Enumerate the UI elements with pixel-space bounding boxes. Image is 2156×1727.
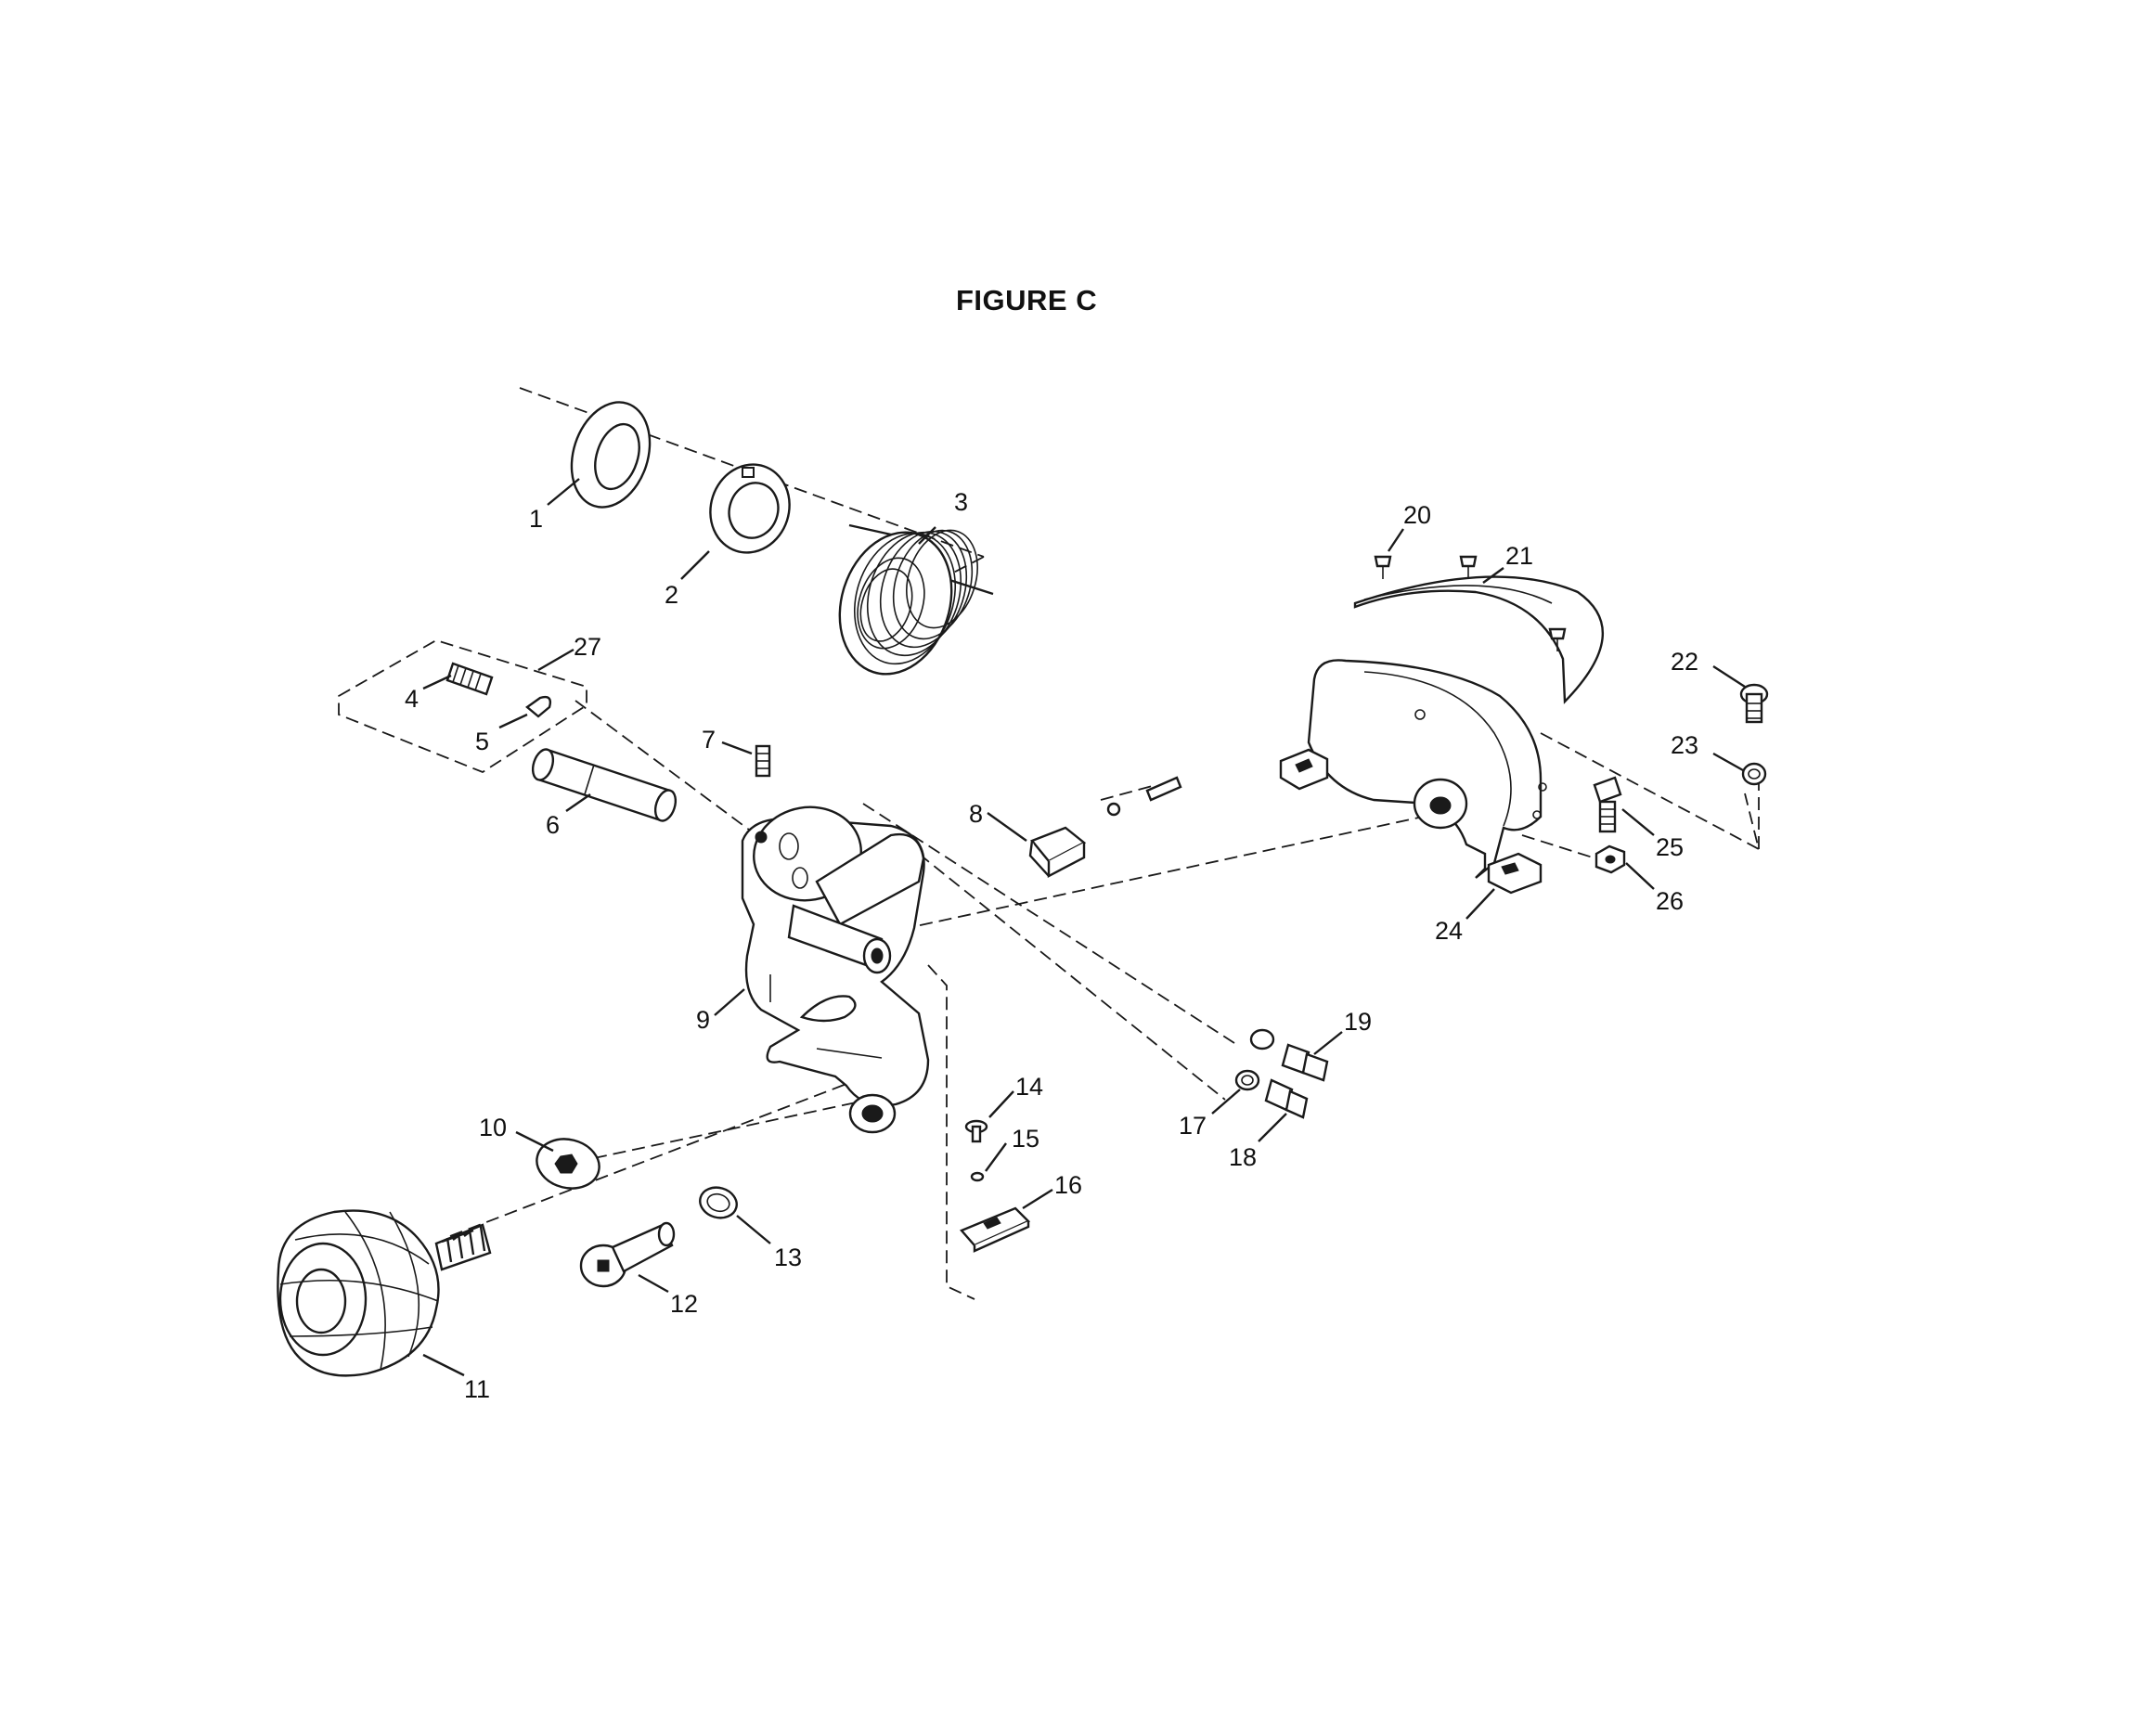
callout-23: 23 [1671, 731, 1698, 759]
callout-16: 16 [1054, 1171, 1082, 1199]
part-4-set-screw [445, 662, 494, 696]
callout-24: 24 [1435, 917, 1463, 945]
callout-12: 12 [670, 1290, 698, 1318]
figure-title: FIGURE C [956, 284, 1098, 316]
part-2-spacer [709, 463, 791, 554]
callout-18: 18 [1229, 1143, 1257, 1171]
part-11-knob [277, 1209, 492, 1377]
callout-11: 11 [464, 1375, 490, 1403]
part-14-screw [964, 1119, 988, 1143]
callout-13: 13 [774, 1244, 802, 1271]
callout-15: 15 [1012, 1125, 1039, 1153]
part-24-guard-housing [1279, 659, 1547, 895]
callout-21: 21 [1505, 542, 1533, 570]
part-9-bracket [741, 806, 930, 1134]
callout-4: 4 [405, 685, 419, 713]
callout-9: 9 [696, 1006, 710, 1034]
callout-17: 17 [1179, 1112, 1207, 1140]
callout-26: 26 [1656, 887, 1684, 915]
part-12-bolt [579, 1221, 676, 1288]
callout-10: 10 [479, 1114, 507, 1141]
part-26-nut [1594, 844, 1626, 874]
callout-22: 22 [1671, 648, 1698, 676]
part-3-spring [838, 523, 994, 676]
part-25-bolt [1593, 776, 1622, 833]
part-1-washer [570, 401, 652, 509]
part-8-clip [1028, 776, 1182, 878]
part-20-screws [1374, 555, 1567, 651]
part-17-washer [1234, 1069, 1260, 1091]
part-6-shaft [531, 748, 678, 822]
part-22-screw [1739, 683, 1769, 724]
callout-labels: 1 2 3 4 5 6 7 8 9 10 11 12 13 14 15 16 1… [405, 488, 1698, 1403]
callout-3: 3 [954, 488, 968, 516]
part-5-pin [525, 695, 552, 718]
part-19-screw [1249, 1028, 1329, 1082]
callout-1: 1 [529, 505, 543, 533]
part-16-plate [959, 1206, 1031, 1253]
part-23-washer [1741, 762, 1767, 786]
leader-lines [422, 478, 1746, 1377]
callout-27: 27 [574, 633, 601, 661]
part-21-guard [1353, 575, 1605, 704]
callout-7: 7 [702, 726, 716, 754]
callout-5: 5 [475, 728, 489, 755]
callout-19: 19 [1344, 1008, 1372, 1036]
assembly-axis-lines [449, 387, 1761, 1300]
part-7-screw [755, 744, 771, 778]
callout-14: 14 [1015, 1073, 1043, 1101]
callout-25: 25 [1656, 833, 1684, 861]
part-18-screw [1264, 1078, 1309, 1119]
kit-27-enclosure [338, 639, 587, 774]
part-15-washer [970, 1171, 985, 1182]
callout-2: 2 [665, 581, 678, 609]
part-10-washer [536, 1138, 600, 1190]
callout-20: 20 [1403, 501, 1431, 529]
callout-8: 8 [969, 800, 983, 828]
callout-6: 6 [546, 811, 560, 839]
part-13-washer [699, 1186, 738, 1219]
